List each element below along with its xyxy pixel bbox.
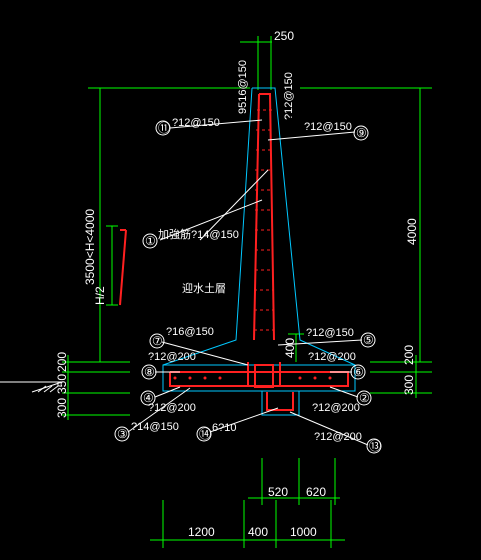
callout-4-num: ④ [143,391,154,405]
callout-7-text: ?16@150 [166,326,214,338]
callout-2-num: ② [359,391,370,405]
label-water-side: 迎水土層 [182,282,226,295]
label-top-bars-right: ?12@150 [283,72,295,120]
callout-9-text: ?12@150 [304,121,352,133]
callout-6-num: ⑥ [353,365,364,379]
dim-h-half: H/2 [93,286,107,305]
dim-heel-620: 620 [306,485,326,499]
dim-top-width: 250 [274,29,294,43]
callout-5-text: ?12@150 [306,327,354,339]
dim-base-1000: 1000 [290,525,317,539]
dim-right-400: 400 [283,338,297,358]
label-top-bars-left: 9516@150 [237,60,249,114]
dim-base-1200: 1200 [188,525,215,539]
callout-6-text: ?12@200 [308,351,356,363]
dim-left-200: 200 [55,352,69,372]
callout-3-num: ③ [117,427,128,441]
dim-height-range: 3500<H<4000 [83,209,97,285]
dim-left-300: 300 [55,398,69,418]
callout-11-num: ⑪ [158,121,170,135]
callout-13-num: ⑬ [369,439,381,453]
callout-8-text: ?12@200 [148,351,196,363]
dim-heel-520: 520 [268,485,288,499]
dim-wall-height: 4000 [405,218,419,245]
callout-8-num: ⑧ [144,365,155,379]
callout-circles [114,120,382,454]
callout-3-text: ?14@150 [131,421,179,433]
callout-1-num: ① [145,234,156,248]
callout-4-text: ?12@200 [148,402,196,414]
dim-base-400: 400 [248,525,268,539]
callout-14-num: ⑭ [199,427,211,441]
labels: 250 3500<H<4000 4000 H/2 200 350 300 200… [55,29,419,539]
callout-1-text: 加強筋?14@150 [158,227,239,241]
ground-line [0,381,63,393]
callout-14-text: 6?10 [212,422,236,434]
callout-5-num: ⑤ [363,333,374,347]
callout-13-text: ?12@200 [314,431,362,443]
dimension-lines [62,36,432,548]
dim-right-200: 200 [402,345,416,365]
callout-11-text: ?12@150 [172,117,220,129]
callout-9-num: ⑨ [356,126,367,140]
callout-7-num: ⑦ [152,334,163,348]
leader-lines [127,119,369,446]
callout-2-text: ?12@200 [312,402,360,414]
dim-right-300: 300 [402,375,416,395]
dim-left-350: 350 [55,374,69,394]
rebar [119,93,349,411]
